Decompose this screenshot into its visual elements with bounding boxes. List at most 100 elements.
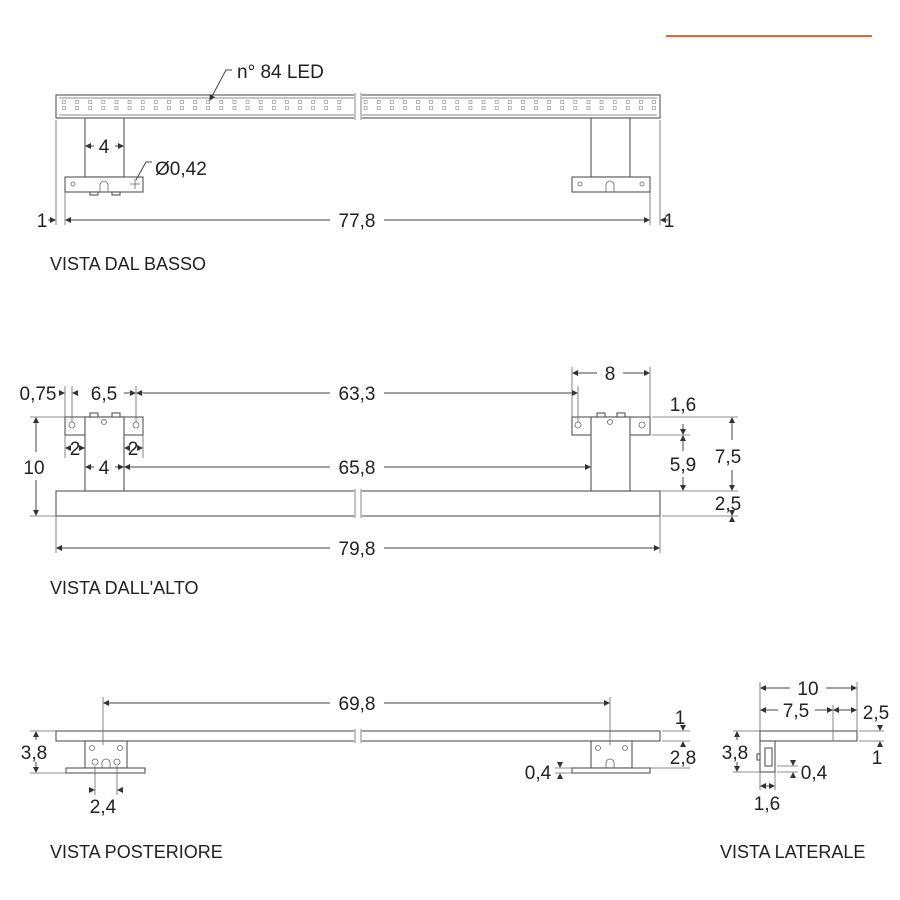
led-dot <box>560 100 565 104</box>
led-dot <box>586 100 591 104</box>
height-label: 10 <box>23 458 44 479</box>
led-dot <box>62 106 66 110</box>
side-thickness-label: 1 <box>872 748 883 769</box>
view-title-top: VISTA DALL'ALTO <box>50 578 199 598</box>
led-dot <box>389 100 394 104</box>
led-dot <box>127 100 132 104</box>
led-dot <box>114 100 119 104</box>
led-dot <box>193 100 197 104</box>
bracket-plate-left <box>64 176 144 193</box>
led-dot <box>534 100 538 104</box>
led-dot <box>599 106 604 110</box>
side-plate-label: 0,4 <box>801 763 828 784</box>
side-left-label: 2 <box>70 439 81 460</box>
view-title-side: VISTA LATERALE <box>720 842 865 862</box>
led-dot <box>75 100 79 104</box>
led-dot <box>245 106 250 110</box>
bar-thickness-label: 1 <box>675 708 686 729</box>
led-array <box>62 100 656 110</box>
side-total-label: 10 <box>797 679 818 700</box>
led-dot <box>481 106 486 110</box>
led-count-label: n° 84 LED <box>237 62 324 83</box>
hole-center-label: 63,3 <box>339 384 376 405</box>
led-dot <box>62 100 66 104</box>
led-dot <box>88 100 93 104</box>
side-post-label: 1,6 <box>754 794 780 815</box>
led-dot <box>612 100 617 104</box>
led-dot <box>311 106 315 110</box>
led-dot <box>101 100 106 104</box>
view-rear: 69,8 3,8 2,4 1 2,8 0,4 VISTA POSTERIORE <box>18 694 696 862</box>
led-dot <box>416 106 420 110</box>
led-dot <box>88 106 93 110</box>
led-dot <box>127 106 132 110</box>
led-dot <box>180 106 184 110</box>
led-dot <box>507 106 512 110</box>
led-dot <box>298 106 302 110</box>
led-dot <box>507 100 512 104</box>
bracket-height-label: 2,8 <box>670 748 696 769</box>
led-dot <box>521 100 525 104</box>
right-offset-label: 1 <box>664 211 675 232</box>
bar-depth-label: 2,5 <box>715 494 741 515</box>
led-dot <box>114 106 119 110</box>
post-spacing-label: 65,8 <box>339 458 376 479</box>
height-label: 3,8 <box>21 743 47 764</box>
led-dot <box>468 106 473 110</box>
led-dot <box>376 106 381 110</box>
led-dot <box>153 100 158 104</box>
led-dot <box>376 100 381 104</box>
plate-thickness-label: 0,4 <box>525 763 552 784</box>
left-offset-label: 1 <box>37 211 48 232</box>
bracket-plate-right <box>571 176 651 193</box>
led-dot <box>547 106 551 110</box>
led-dot <box>324 106 329 110</box>
led-dot <box>455 100 460 104</box>
side-depth-label: 7,5 <box>783 701 809 722</box>
view-title-bottom: VISTA DAL BASSO <box>50 254 206 274</box>
led-dot <box>337 106 342 110</box>
led-dot <box>219 106 224 110</box>
led-dot <box>442 100 447 104</box>
depth-label: 7,5 <box>715 447 741 468</box>
led-dot <box>271 106 276 110</box>
led-dot <box>232 100 237 104</box>
post-width-label: 4 <box>99 458 110 479</box>
led-dot <box>455 106 460 110</box>
led-dot <box>363 106 368 110</box>
led-dot <box>573 106 578 110</box>
led-dot <box>206 100 211 104</box>
led-dot <box>521 106 525 110</box>
plate-depth-label: 1,6 <box>670 395 696 416</box>
view-top: 0,75 6,5 63,3 8 2 2 4 65,8 10 79,8 1,6 5… <box>20 364 742 598</box>
led-dot <box>429 106 433 110</box>
led-dot <box>193 106 197 110</box>
led-dot <box>403 106 407 110</box>
side-height-label: 3,8 <box>722 743 748 764</box>
led-dot <box>403 100 407 104</box>
led-dot <box>494 106 499 110</box>
led-dot <box>258 106 263 110</box>
led-dot <box>180 100 184 104</box>
led-dot <box>481 100 486 104</box>
led-dot <box>534 106 538 110</box>
led-dot <box>101 106 106 110</box>
led-dot <box>416 100 420 104</box>
led-dot <box>245 100 250 104</box>
led-dot <box>625 106 630 110</box>
led-dot <box>625 100 630 104</box>
total-length-label: 77,8 <box>339 211 376 232</box>
edge-offset-label: 0,75 <box>20 384 57 405</box>
led-dot <box>324 100 329 104</box>
led-dot <box>442 106 447 110</box>
led-dot <box>652 100 656 104</box>
side-right-label: 2 <box>128 439 139 460</box>
led-dot <box>153 106 158 110</box>
led-dot <box>167 100 171 104</box>
led-dot <box>612 106 617 110</box>
led-dot <box>639 106 643 110</box>
view-side: 10 7,5 2,5 1 3,8 0,4 1,6 VISTA LATERALE <box>720 679 889 862</box>
span-label: 69,8 <box>339 694 376 715</box>
led-dot <box>337 100 342 104</box>
